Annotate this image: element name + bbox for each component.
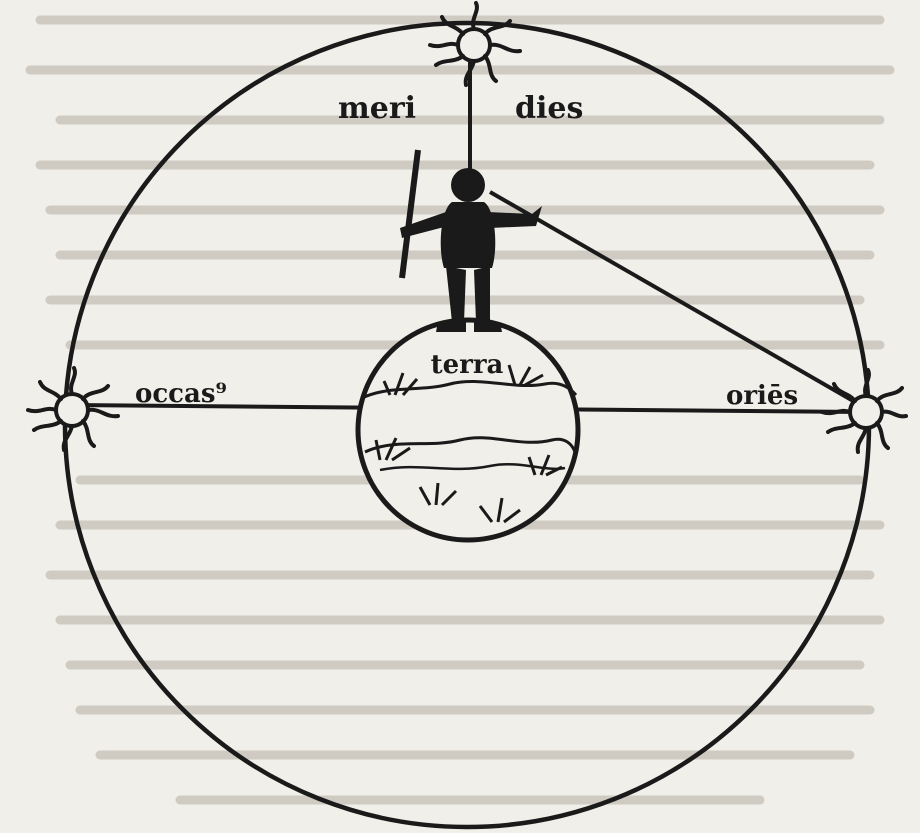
occasus-label: occas⁹ [135,379,227,409]
man-figure [400,168,542,332]
sun-icon [822,370,906,452]
terra-label: terra [431,350,504,380]
meridies-left-label: meri [338,91,416,126]
sun-icon [28,368,118,450]
meridies-right-label: dies [515,91,583,126]
oriens-label: oriēs [726,381,798,411]
earth-globe: terra [358,320,578,540]
